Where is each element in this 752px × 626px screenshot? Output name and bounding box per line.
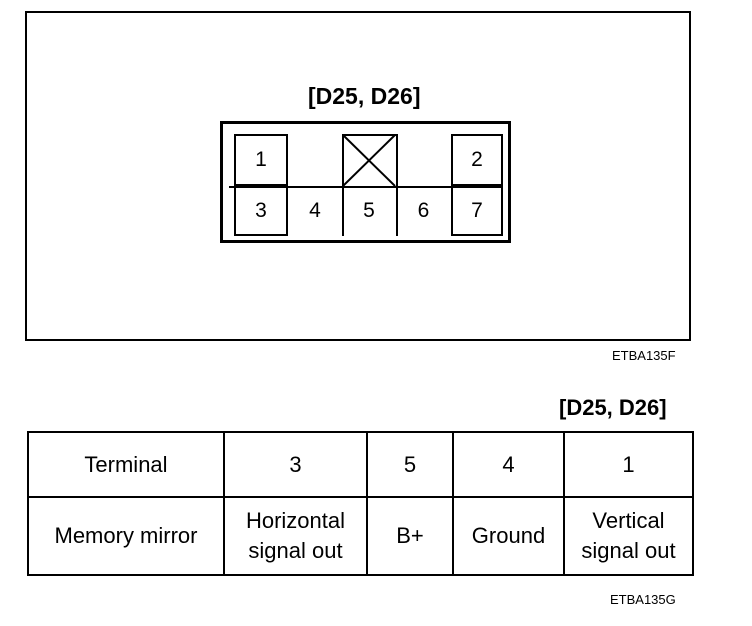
pin-2: 2 bbox=[451, 134, 503, 186]
row-divider bbox=[229, 186, 502, 188]
connector-title: [D25, D26] bbox=[308, 83, 421, 109]
header-pin-1: 1 bbox=[563, 431, 694, 498]
connector-diagram-frame bbox=[25, 11, 691, 341]
connector-face: 1 2 3 4 5 6 7 bbox=[229, 130, 503, 236]
pin-3: 3 bbox=[234, 186, 288, 236]
connector-body: 1 2 3 4 5 6 7 bbox=[220, 121, 511, 243]
header-pin-3: 3 bbox=[223, 431, 368, 498]
cell-ground: Ground bbox=[452, 496, 565, 576]
table-row: Memory mirror Horizontal signal out B+ G… bbox=[27, 496, 694, 576]
cell-horizontal-signal-out: Horizontal signal out bbox=[223, 496, 368, 576]
table-header-row: Terminal 3 5 4 1 bbox=[27, 431, 694, 498]
pin-4: 4 bbox=[309, 199, 321, 222]
header-terminal: Terminal bbox=[27, 431, 225, 498]
pin-7: 7 bbox=[451, 186, 503, 236]
table-title: [D25, D26] bbox=[559, 395, 667, 420]
blocked-cavity-top bbox=[342, 134, 396, 136]
figure-code-bottom: ETBA135G bbox=[610, 592, 676, 607]
figure-code-top: ETBA135F bbox=[612, 348, 676, 363]
cell-vertical-signal-out: Vertical signal out bbox=[563, 496, 694, 576]
pin-5: 5 bbox=[363, 199, 375, 222]
blocked-cavity-cross-icon bbox=[342, 134, 396, 186]
pin-6: 6 bbox=[417, 199, 430, 222]
pin-1: 1 bbox=[234, 134, 288, 186]
header-pin-5: 5 bbox=[366, 431, 454, 498]
cell-memory-mirror: Memory mirror bbox=[27, 496, 225, 576]
terminal-table: Terminal 3 5 4 1 Memory mirror Horizonta… bbox=[27, 431, 694, 576]
pin-5-right-wall bbox=[396, 134, 398, 236]
cell-b-plus: B+ bbox=[366, 496, 454, 576]
header-pin-4: 4 bbox=[452, 431, 565, 498]
